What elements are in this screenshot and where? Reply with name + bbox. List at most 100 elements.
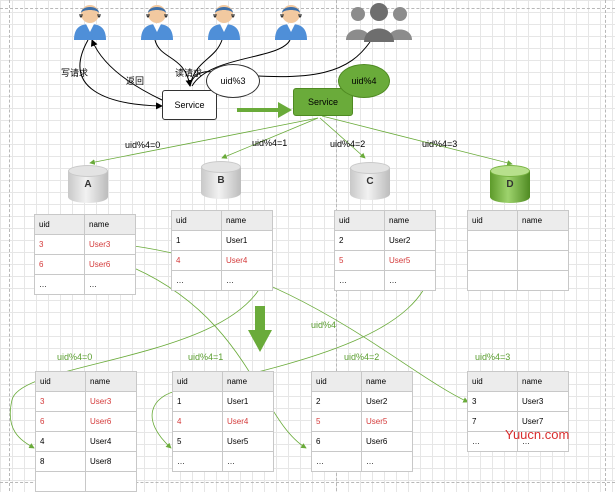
table-row: …… <box>467 431 569 452</box>
table-row <box>35 471 137 492</box>
uid-cell: 6 <box>311 431 362 452</box>
return-flow-arrow <box>90 39 163 101</box>
column-header: uid <box>171 210 222 231</box>
uid-cell: … <box>34 274 85 295</box>
uid-cell: 6 <box>34 254 85 275</box>
column-header: name <box>517 210 569 231</box>
name-cell: … <box>384 270 436 291</box>
database-label: D <box>506 179 514 190</box>
uid-cell: 3 <box>34 234 85 255</box>
column-header: uid <box>35 371 86 392</box>
name-cell: User4 <box>222 411 274 432</box>
uid-cell: 4 <box>172 411 223 432</box>
column-header: uid <box>467 371 518 392</box>
name-cell: … <box>361 451 413 472</box>
column-header: uid <box>467 210 518 231</box>
table-row: …… <box>34 274 136 295</box>
name-cell: User6 <box>84 254 136 275</box>
guide-line <box>0 8 615 9</box>
uid-cell: 8 <box>35 451 86 472</box>
database-icon-b: B <box>201 161 241 199</box>
read-request-label: 读请求 <box>175 68 203 78</box>
route-label: uid%4=0 <box>125 140 161 150</box>
column-header: name <box>384 210 436 231</box>
name-cell <box>517 230 569 251</box>
name-cell: User5 <box>222 431 274 452</box>
user-icon <box>204 2 244 45</box>
uid-cell: 3 <box>467 391 518 412</box>
uid-cell: 1 <box>171 230 222 251</box>
name-cell: User6 <box>361 431 413 452</box>
name-cell: User1 <box>222 391 274 412</box>
return-label: 返回 <box>126 76 145 86</box>
column-header: name <box>84 214 136 235</box>
uid-cell <box>467 270 518 291</box>
bottom-route-label: uid%4=1 <box>188 352 224 362</box>
name-cell: User2 <box>384 230 436 251</box>
uid-cell: 6 <box>35 411 86 432</box>
user-icon <box>271 2 311 45</box>
column-header: name <box>222 371 274 392</box>
uid-cell <box>35 471 86 492</box>
uid-cell: 2 <box>334 230 385 251</box>
name-cell <box>517 250 569 271</box>
read-request-arrow <box>191 39 291 87</box>
table-row: …… <box>334 270 436 291</box>
column-header: name <box>361 371 413 392</box>
uid-cell: 2 <box>311 391 362 412</box>
uid-cell: 3 <box>35 391 86 412</box>
write-flow-arrow <box>79 39 163 110</box>
uid-cell: … <box>467 431 518 452</box>
watermark: Yuucn.com <box>505 427 570 442</box>
guide-line <box>0 482 615 483</box>
uid-cell: 5 <box>334 250 385 271</box>
table-row: …… <box>172 451 274 472</box>
column-header: name <box>85 371 137 392</box>
route-arrow-b <box>221 117 319 159</box>
guide-line <box>605 0 606 491</box>
column-header: uid <box>34 214 85 235</box>
guide-line <box>9 0 10 491</box>
read-request-arrow <box>189 39 223 87</box>
table-row: …… <box>311 451 413 472</box>
column-header: uid <box>311 371 362 392</box>
name-cell: User5 <box>361 411 413 432</box>
bottom-route-label: uid%4=3 <box>475 352 511 362</box>
route-label: uid%4=3 <box>422 139 458 149</box>
name-cell: … <box>222 451 274 472</box>
hash-label: uid%4 <box>311 320 337 330</box>
name-cell: User3 <box>85 391 137 412</box>
bottom-route-label: uid%4=2 <box>344 352 380 362</box>
database-icon-c: C <box>350 162 390 200</box>
name-cell: … <box>84 274 136 295</box>
column-header: uid <box>172 371 223 392</box>
name-cell: User2 <box>361 391 413 412</box>
migrate-arrowhead <box>278 102 292 118</box>
uid-cell: … <box>171 270 222 291</box>
name-cell: … <box>221 270 273 291</box>
database-label: C <box>366 176 374 187</box>
route-label: uid%4=2 <box>330 139 366 149</box>
database-label: A <box>84 179 92 190</box>
